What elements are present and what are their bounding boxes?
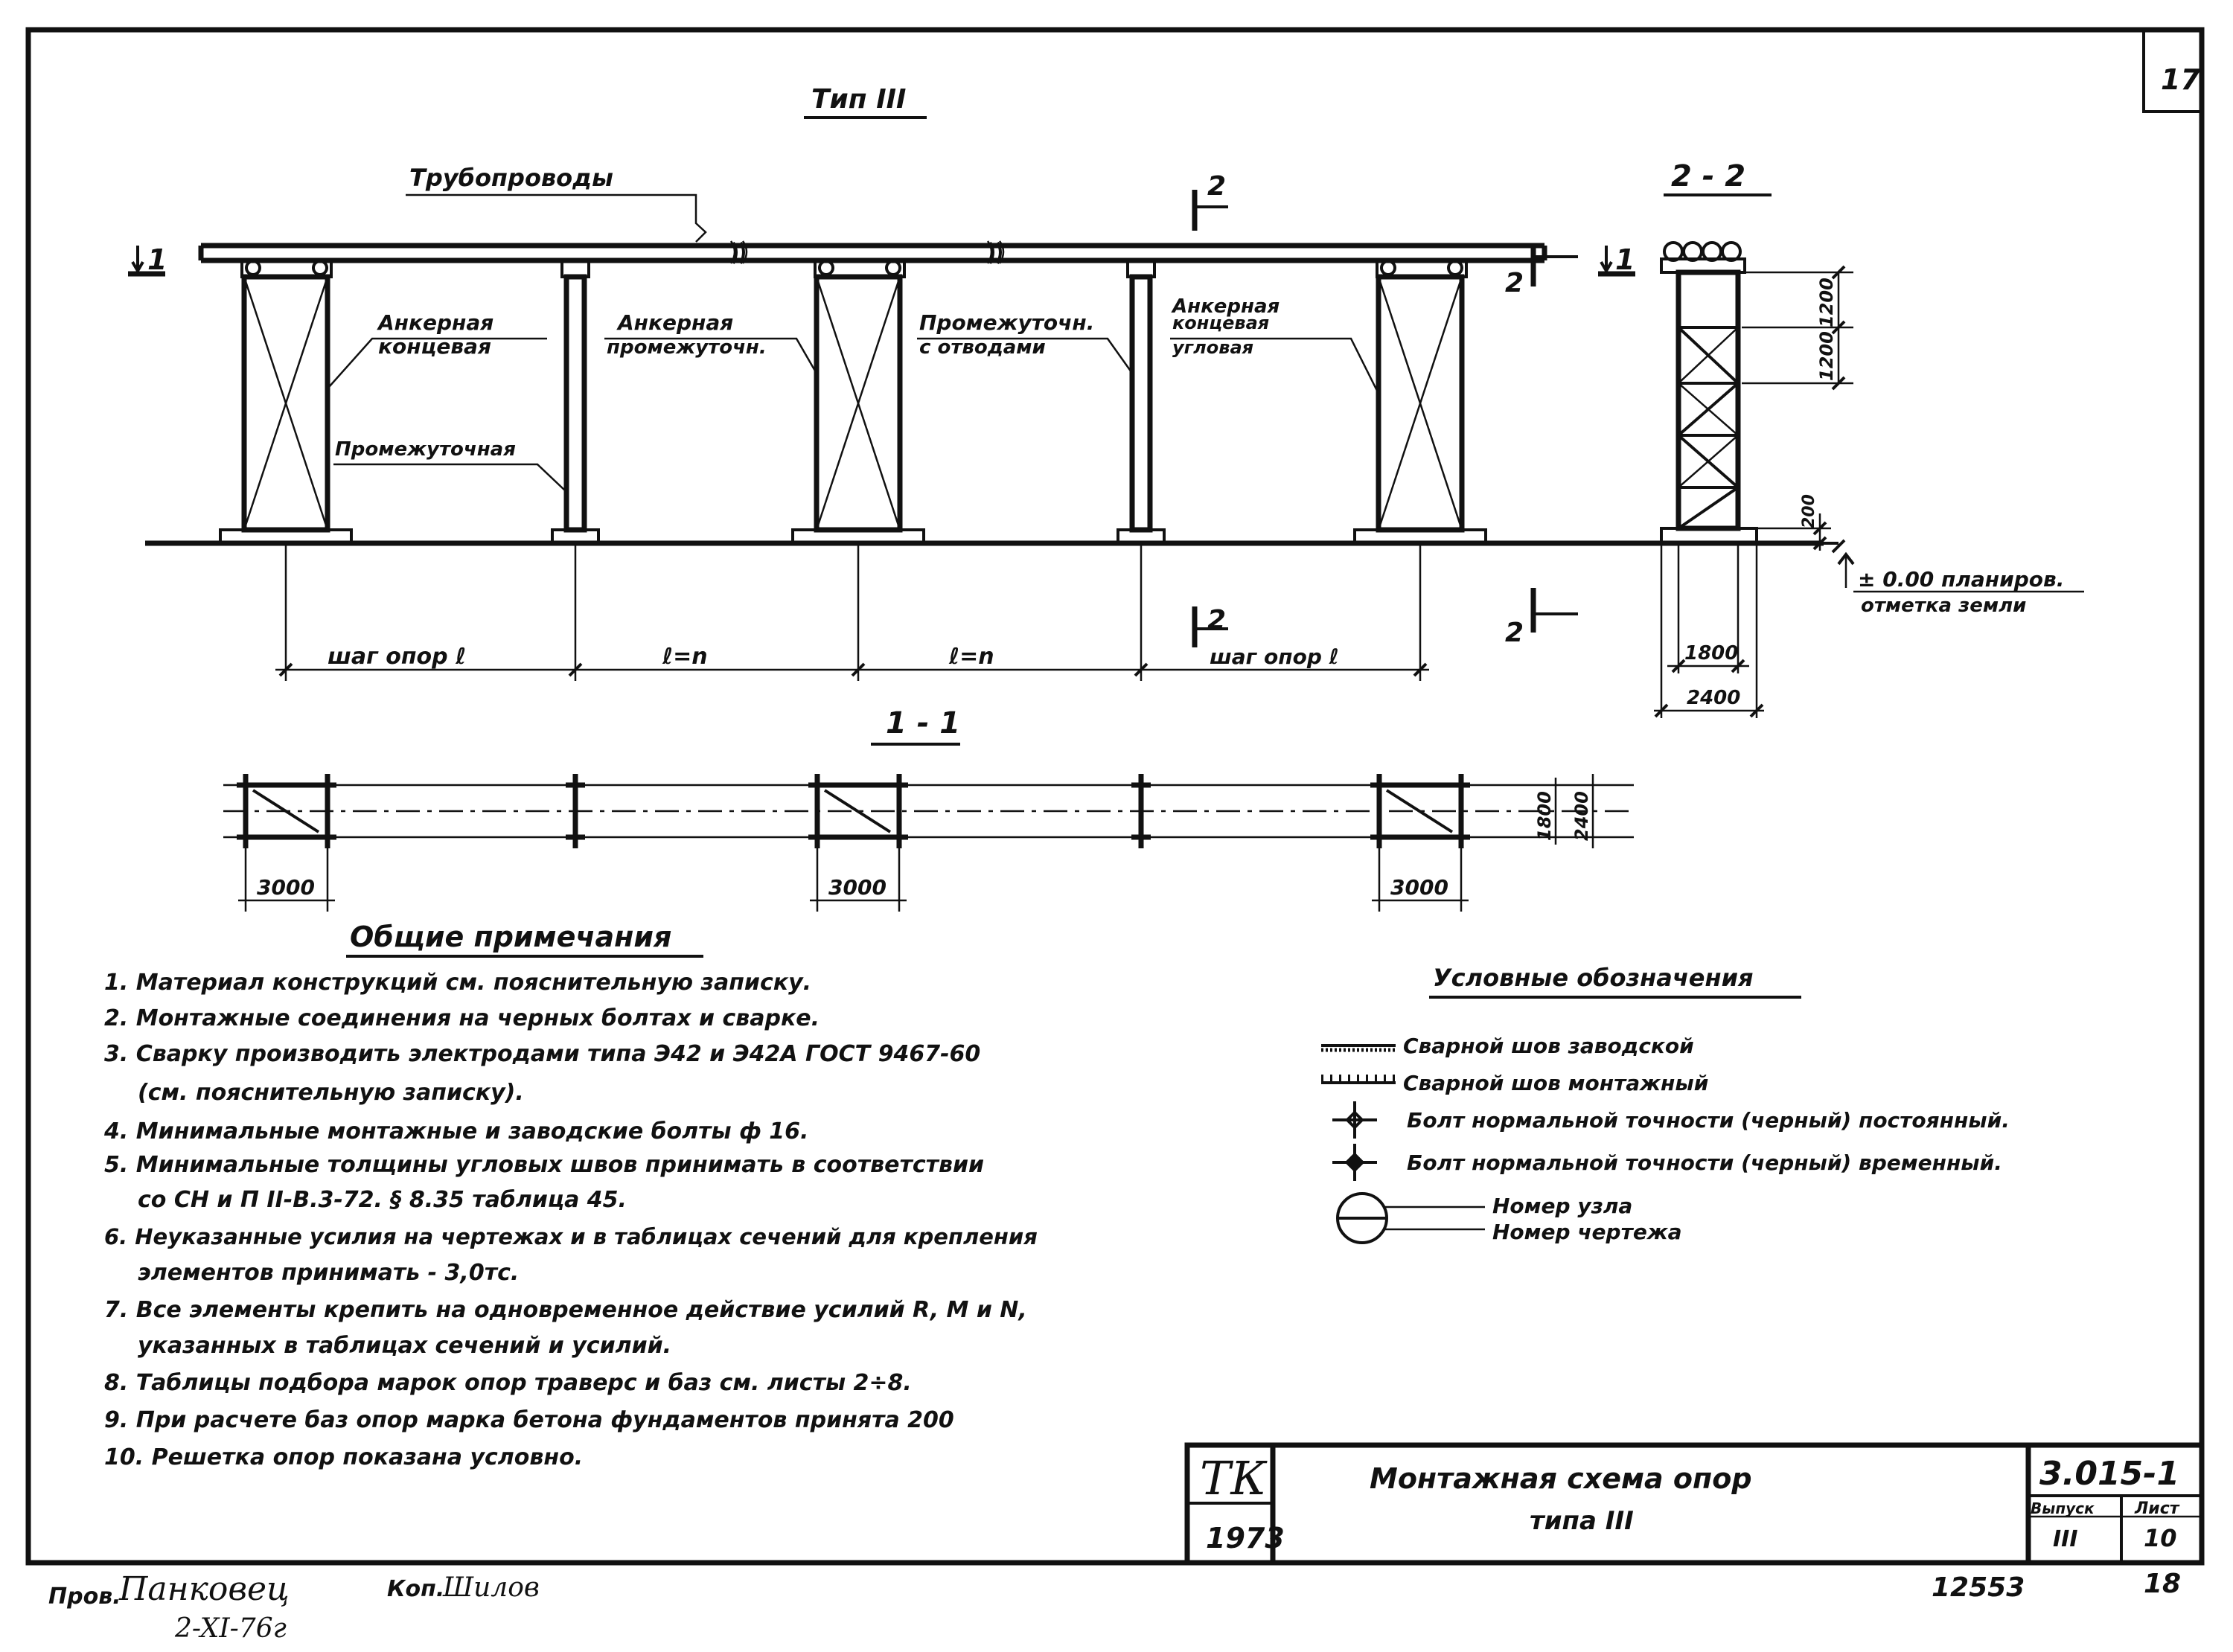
section-mark-1-1: [128, 246, 1635, 277]
support-label-5a: Анкерная: [1171, 295, 1280, 318]
support-label-3b: промежуточн.: [607, 336, 767, 359]
corner-sheet-number: 17: [2161, 63, 2200, 96]
section-mark-2-right: 2: [1505, 268, 1524, 298]
support-label-4b: с отводами: [919, 336, 1046, 359]
weld-site-icon: [1321, 1075, 1396, 1084]
note-10: 10. Решетка опор показана условно.: [104, 1444, 583, 1470]
node-circle-icon: [1336, 1192, 1485, 1244]
support-anchor-end: [219, 274, 353, 545]
note-5b: со СН и П II-В.3-72. § 8.35 таблица 45.: [138, 1187, 627, 1213]
title-block-issue-label: Выпуск: [2031, 1499, 2095, 1517]
note-5: 5. Минимальные толщины угловых швов прин…: [104, 1152, 984, 1178]
general-notes: Общие примечания 1. Материал конструкций…: [103, 921, 1038, 1470]
sheet-frame: [25, 27, 2205, 1566]
notes-title: Общие примечания: [350, 921, 671, 953]
note-7b: указанных в таблицах сечений и усилий.: [138, 1333, 671, 1359]
section-2-2-dim-base: 200: [1800, 494, 1818, 528]
span-label-2: ℓ=n: [662, 644, 708, 670]
note-9: 9. При расчете баз опор марка бетона фун…: [104, 1407, 954, 1433]
archive-number: 12553: [1932, 1572, 2025, 1603]
section-2-2-dim-width-outer: 2400: [1687, 687, 1740, 709]
section-mark-2-2: [1192, 190, 1578, 647]
note-7: 7. Все элементы крепить на одновременное…: [104, 1297, 1027, 1323]
ground-datum-line2: отметка земли: [1861, 595, 2026, 617]
checker-signature: Панковец: [118, 1570, 290, 1608]
legend-weld-factory: Сварной шов заводской: [1403, 1034, 1694, 1058]
support-label-3a: Анкерная: [616, 310, 733, 335]
elevation-view: Тип III Трубопроводы: [128, 84, 1824, 681]
support-intermediate-1: [551, 274, 600, 545]
span-label-3: ℓ=n: [948, 644, 994, 670]
plan-1-1-title: 1 - 1: [886, 706, 960, 740]
section-2-2-title: 2 - 2: [1671, 159, 1745, 193]
span-label-1: шаг опор ℓ: [328, 644, 466, 670]
title-block-org: ТК: [1200, 1451, 1268, 1505]
legend-bolt-permanent: Болт нормальной точности (черный) постоя…: [1407, 1108, 2010, 1133]
checked-by-label: Пров.: [48, 1584, 121, 1610]
title-block-issue-value: III: [2053, 1526, 2078, 1552]
title-block-title-2: типа III: [1530, 1506, 1634, 1536]
ground-datum-line1: ± 0.00 планиров.: [1858, 567, 2064, 592]
legend-bolt-temporary: Болт нормальной точности (черный) времен…: [1407, 1150, 2002, 1175]
title-block-sheet-label: Лист: [2134, 1499, 2180, 1518]
pipelines-label: Трубопроводы: [409, 164, 613, 192]
copy-signature: Шилов: [442, 1572, 540, 1603]
plan-dim-1: 3000: [257, 875, 315, 900]
note-6: 6. Неуказанные усилия на чертежах и в та…: [104, 1224, 1038, 1249]
section-2-2-view: 2 - 2: [1654, 159, 2084, 718]
plan-dim-inner: 1800: [1534, 791, 1555, 841]
title-block-title-1: Монтажная схема опор: [1370, 1462, 1752, 1495]
check-date: 2-XI-76г: [174, 1613, 287, 1644]
section-mark-1-left: 1: [147, 243, 167, 276]
legend-weld-site: Сварной шов монтажный: [1403, 1071, 1708, 1095]
section-mark-2-low: 2: [1505, 618, 1524, 648]
support-label-4a: Промежуточн.: [919, 310, 1094, 335]
page-number: 18: [2144, 1569, 2181, 1599]
note-4: 4. Минимальные монтажные и заводские бол…: [103, 1118, 808, 1144]
support-anchor-corner: [1353, 274, 1487, 545]
support-label-5b: концевая: [1172, 313, 1269, 333]
section-2-2-dim-width-inner: 1800: [1684, 642, 1738, 665]
weld-factory-icon: [1321, 1044, 1396, 1052]
elevation-title: Тип III: [811, 84, 906, 115]
note-6b: элементов принимать - 3,0тс.: [138, 1260, 519, 1286]
span-label-4: шаг опор ℓ: [1210, 644, 1339, 669]
title-block-sheet-value: 10: [2144, 1524, 2177, 1552]
section-2-2-dim-upper: 1200: [1816, 278, 1837, 327]
legend-node-number: Номер узла: [1492, 1194, 1632, 1218]
support-label-2: Промежуточная: [335, 438, 516, 461]
note-1: 1. Материал конструкций см. пояснительну…: [104, 970, 811, 996]
bolt-permanent-icon: [1332, 1101, 1377, 1139]
support-anchor-intermediate: [791, 274, 925, 545]
note-2: 2. Монтажные соединения на черных болтах…: [104, 1005, 820, 1031]
note-3b: (см. пояснительную записку).: [138, 1080, 524, 1106]
plan-dim-3: 3000: [1390, 875, 1448, 900]
section-2-2-dim-lower: 1200: [1816, 331, 1837, 381]
legend: Условные обозначения Сварной шов заводск…: [1321, 964, 2010, 1244]
section-mark-1-right: 1: [1615, 243, 1635, 276]
support-label-6: угловая: [1172, 337, 1253, 358]
legend-drawing-number: Номер чертежа: [1492, 1220, 1682, 1244]
section-mark-2-top: 2: [1207, 171, 1226, 202]
support-intermediate-2: [1116, 274, 1166, 545]
copy-label: Коп.: [387, 1576, 444, 1602]
plan-1-1-view: 1 - 1: [223, 706, 1634, 912]
note-8: 8. Таблицы подбора марок опор траверс и …: [104, 1370, 912, 1396]
title-block-year: 1973: [1206, 1522, 1285, 1555]
bolt-temporary-icon: [1332, 1144, 1377, 1181]
span-dimensions: [275, 543, 1429, 681]
title-block: [1184, 1442, 2205, 1566]
plan-dim-outer: 2400: [1571, 791, 1592, 841]
section-mark-2-bottom: 2: [1207, 605, 1226, 635]
note-3: 3. Сварку производить электродами типа Э…: [104, 1041, 980, 1067]
plan-dim-2: 3000: [828, 875, 887, 900]
title-block-doc-number: 3.015-1: [2039, 1455, 2179, 1493]
support-label-1a: Анкерная: [377, 310, 493, 335]
legend-title: Условные обозначения: [1433, 964, 1754, 992]
